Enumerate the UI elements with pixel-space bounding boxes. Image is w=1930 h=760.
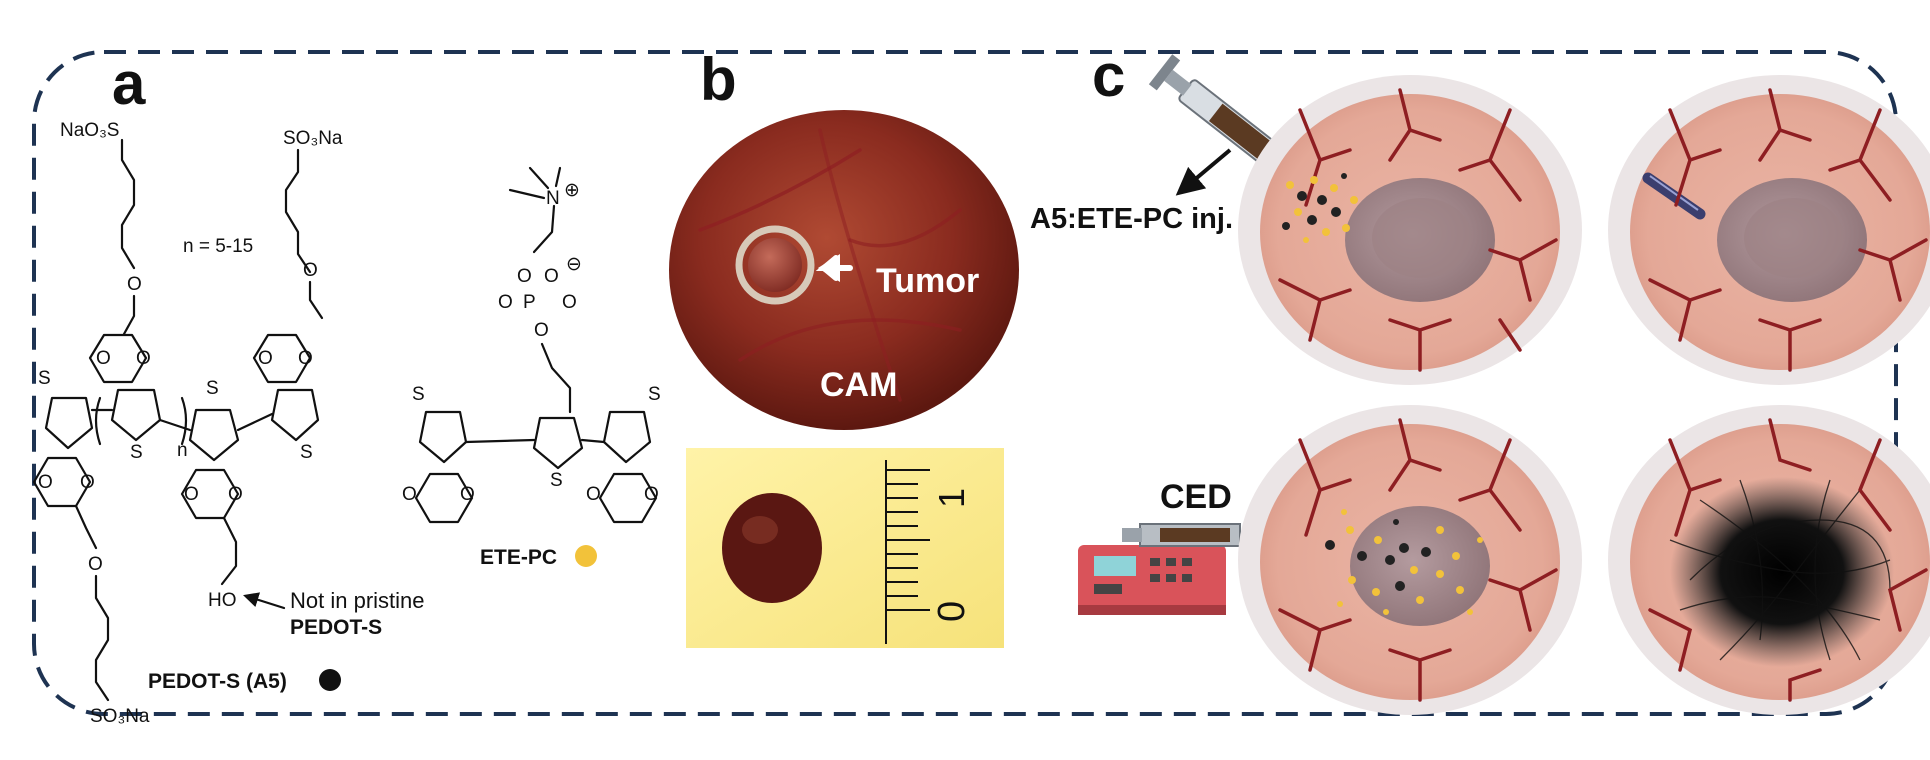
svg-text:O: O <box>517 266 532 287</box>
svg-text:O: O <box>38 472 53 493</box>
svg-text:N: N <box>546 188 560 209</box>
svg-text:O: O <box>544 266 559 287</box>
svg-text:O: O <box>586 484 601 505</box>
svg-text:0: 0 <box>931 601 973 622</box>
brain-bottom-left <box>1238 405 1582 715</box>
svg-text:O: O <box>228 484 243 505</box>
svg-text:S: S <box>130 442 143 463</box>
svg-text:S: S <box>550 470 563 491</box>
excised-tumor <box>722 493 822 603</box>
svg-text:O: O <box>136 348 151 369</box>
svg-text:O: O <box>303 260 318 281</box>
electrode-icon <box>1642 172 1706 220</box>
ruler-ticks <box>886 469 930 611</box>
panel-label-b: b <box>700 46 737 113</box>
svg-text:SO₃Na: SO₃Na <box>90 706 150 727</box>
svg-text:O: O <box>80 472 95 493</box>
svg-text:1: 1 <box>931 488 972 508</box>
ete-pc-structure: N ⊕ O ⊖ O O P O O S S S O O O O ETE-PC <box>402 166 661 569</box>
svg-text:O: O <box>88 554 103 575</box>
svg-text:SO₃Na: SO₃Na <box>283 128 343 149</box>
svg-text:O: O <box>127 274 142 295</box>
svg-text:PEDOT-S (A5): PEDOT-S (A5) <box>148 670 287 693</box>
ete-pc-dot <box>575 545 597 567</box>
svg-text:S: S <box>412 384 425 405</box>
ced-label: CED <box>1160 478 1232 516</box>
svg-text:O: O <box>96 348 111 369</box>
svg-text:⊕: ⊕ <box>564 180 580 201</box>
svg-text:Not in pristine: Not in pristine <box>290 588 425 613</box>
dashed-frame <box>32 50 1898 716</box>
brain-top-left <box>1238 75 1582 385</box>
a5-dot <box>319 669 341 691</box>
svg-text:S: S <box>38 368 51 389</box>
svg-text:ETE-PC: ETE-PC <box>480 546 557 569</box>
brain-bottom-right <box>1608 405 1930 715</box>
panel-label-c: c <box>1092 42 1125 109</box>
svg-text:S: S <box>206 378 219 399</box>
svg-text:PEDOT-S: PEDOT-S <box>290 616 382 639</box>
svg-text:n = 5-15: n = 5-15 <box>183 236 253 257</box>
injection-label: A5:ETE-PC inj. <box>1030 203 1233 235</box>
svg-text:O: O <box>562 292 577 313</box>
tumor-nodule <box>748 238 802 292</box>
svg-text:O: O <box>534 320 549 341</box>
svg-text:NaO₃S: NaO₃S <box>60 120 119 141</box>
cam-photo: Tumor CAM <box>669 110 1019 430</box>
svg-text:O: O <box>298 348 313 369</box>
svg-text:O: O <box>184 484 199 505</box>
svg-text:O: O <box>402 484 417 505</box>
pedot-s-structure: NaO₃S O SO₃Na O n = 5-15 O O O O S S S S <box>32 120 425 727</box>
svg-text:O: O <box>498 292 513 313</box>
brain-top-right <box>1608 75 1930 385</box>
svg-text:S: S <box>648 384 661 405</box>
ruler-photo: 1 0 <box>686 448 1004 648</box>
svg-text:P: P <box>523 292 536 313</box>
svg-text:O: O <box>460 484 475 505</box>
tumor-label: Tumor <box>876 262 979 300</box>
svg-text:n: n <box>177 440 188 461</box>
svg-text:O: O <box>258 348 273 369</box>
syringe-pump-icon <box>1078 523 1311 615</box>
svg-text:S: S <box>300 442 313 463</box>
particle-spread <box>1325 509 1483 615</box>
particle-cluster <box>1282 173 1358 243</box>
polymer-fiber-network <box>1670 477 1894 667</box>
svg-text:⊖: ⊖ <box>566 254 582 275</box>
svg-text:HO: HO <box>208 590 237 611</box>
cam-label: CAM <box>820 366 897 404</box>
panel-label-a: a <box>112 50 146 117</box>
svg-text:O: O <box>644 484 659 505</box>
